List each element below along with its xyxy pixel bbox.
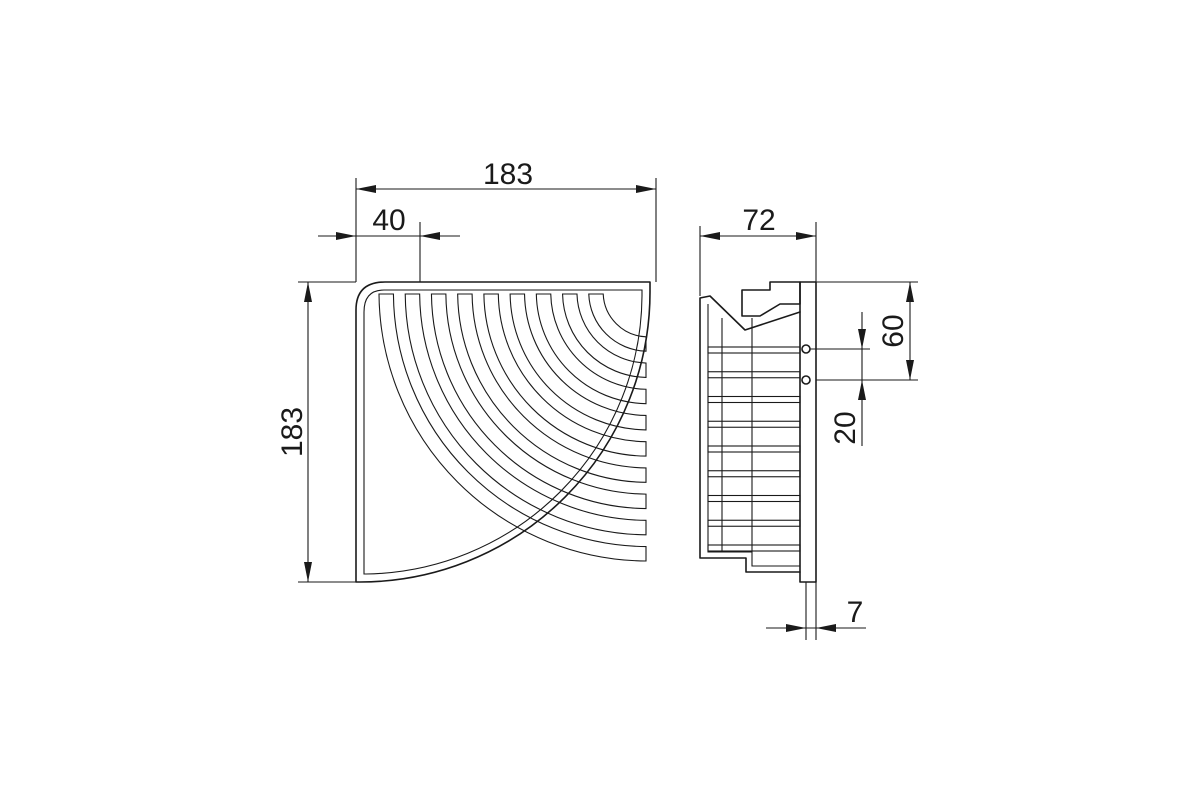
side-view-bars: [707, 318, 801, 552]
basket-rib: [483, 293, 647, 457]
side-view: [699, 281, 817, 583]
top-view-inner-rim: [363, 289, 643, 575]
basket-bar: [707, 420, 801, 428]
top-view-ribs: [378, 293, 647, 562]
basket-bar: [707, 346, 801, 354]
mounting-hole-lower: [801, 375, 811, 385]
top-view-dimensions: 183 40 183: [276, 158, 657, 583]
basket-rib: [588, 293, 647, 352]
wall-thickness-dimension-label: 7: [847, 596, 864, 629]
basket-bar: [707, 494, 801, 503]
basket-rib: [561, 293, 647, 379]
basket-bar: [707, 470, 801, 478]
basket-bar: [707, 445, 801, 453]
side-depth-dimension-label: 72: [742, 204, 775, 237]
mount-height-dimension-label: 60: [877, 314, 910, 347]
basket-rib: [535, 293, 647, 405]
basket-rib: [404, 293, 647, 536]
depth-dimension-label: 183: [276, 407, 309, 457]
basket-rib: [430, 293, 647, 510]
top-view: [355, 281, 651, 583]
mount-bracket: [741, 281, 801, 317]
wall-plate: [799, 281, 817, 583]
hole-offset-dimension-label: 20: [829, 411, 862, 444]
mounting-hole-upper: [801, 344, 811, 354]
basket-bar: [707, 544, 801, 552]
basket-rib: [509, 293, 647, 431]
basket-bar: [707, 371, 801, 379]
basket-bar: [707, 395, 801, 404]
side-view-dimensions: 72 60 20 7: [699, 204, 918, 640]
basket-rib: [457, 293, 647, 483]
basket-bar: [707, 519, 801, 527]
basket-frame: [699, 295, 801, 573]
width-dimension-label: 183: [483, 158, 533, 191]
basket-rib: [378, 293, 647, 562]
offset-dimension-label: 40: [372, 204, 405, 237]
